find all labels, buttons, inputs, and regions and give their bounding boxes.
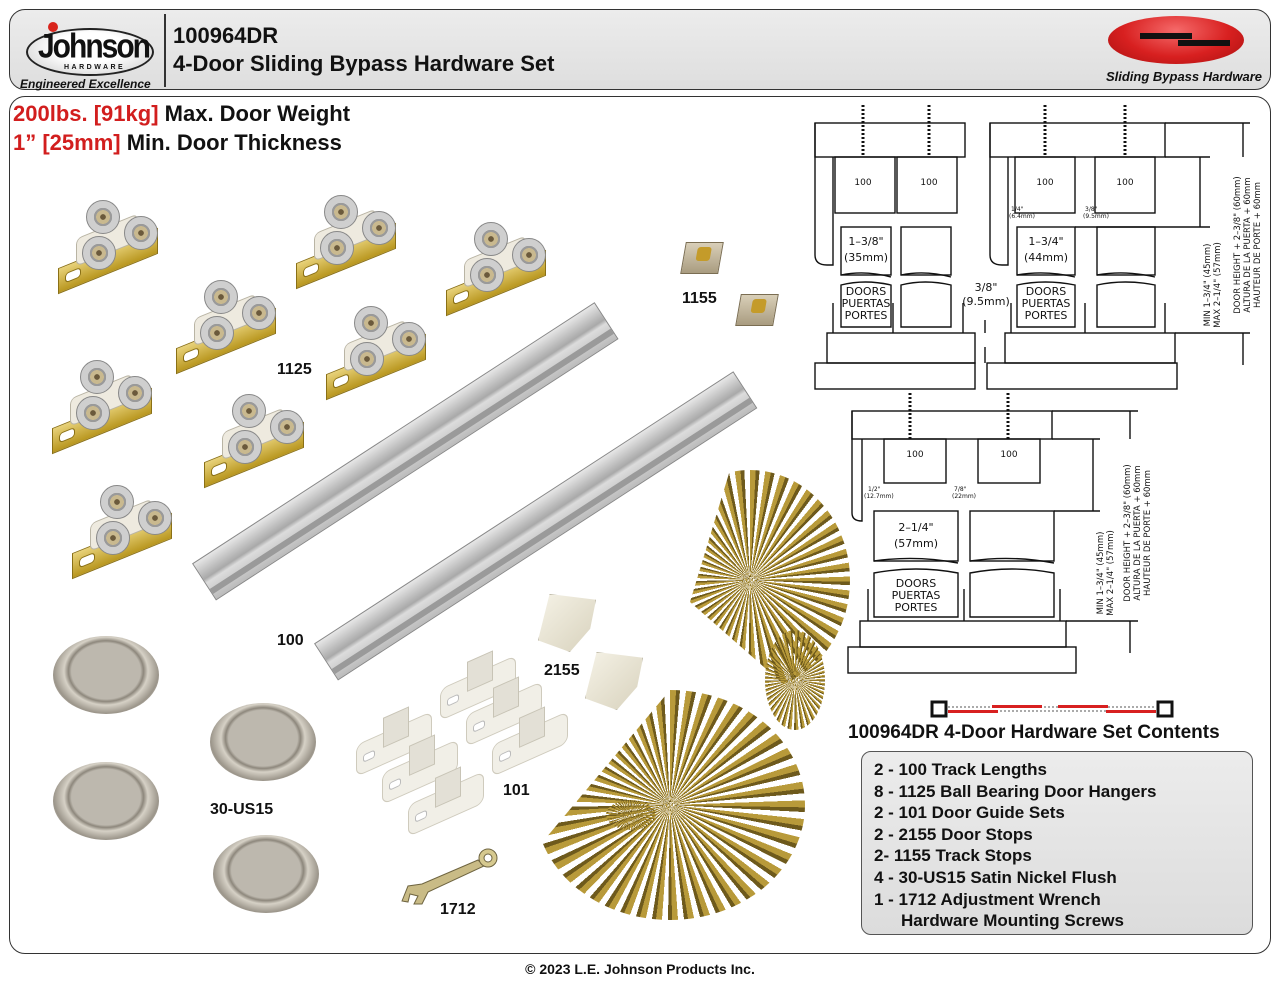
d2-thickness: 1–3/4" [1028,235,1063,248]
label-hanger: 1125 [277,361,312,378]
contents-item: 2 - 2155 Door Stops [874,824,1033,844]
label-flush-pull: 30-US15 [210,801,274,818]
label-wrench: 1712 [440,901,476,918]
d2-gap-right-mm: (9.5mm) [1083,213,1109,220]
d2-thickness-mm: (44mm) [1024,251,1068,264]
dim-height-en: DOOR HEIGHT + 2–3/8" (60mm) [1123,464,1133,601]
d1-thickness: 1–3/8" [848,235,883,248]
contents-item: 2 - 100 Track Lengths [874,760,1047,779]
door-label-en: DOORS [1026,285,1066,298]
diagram-track-label: 100 [1000,450,1017,460]
flush-pull-3 [53,762,159,840]
door-label-es: PUERTAS [1022,297,1071,310]
installation-diagram-b: 100 100 2–1/4" (57mm) DOORS PUERTAS PORT… [847,393,1153,674]
door-label-en: DOORS [846,285,886,298]
d2-gap-right: 3/8" [1085,206,1098,213]
product-name: 4-Door Sliding Bypass Hardware Set [173,51,555,76]
d2-floor-gap-mm: (9.5mm) [962,295,1010,308]
label-guide: 101 [503,782,530,799]
header-divider [164,14,166,87]
dim-height-es: ALTURA DE LA PUERTA + 60mm [1243,177,1253,312]
d3-thickness: 2–1/4" [898,521,933,534]
contents-item: Hardware Mounting Screws [901,911,1124,931]
d2-gap-left: 1/4" [1011,206,1024,213]
mounting-screws-2 [765,630,825,730]
contents-item: 8 - 1125 Ball Bearing Door Hangers [874,781,1157,801]
dim-max: MAX 2–1/4" (57mm) [1213,242,1223,328]
logo-tagline: Engineered Excellence [20,77,151,91]
johnson-hardware-logo: Johnson HARDWARE Engineered Excellence [18,14,166,91]
spec-min-thickness: 1” [25mm] Min. Door Thickness [13,130,342,156]
door-label-en: DOORS [896,577,936,590]
dim-height-en: DOOR HEIGHT + 2–3/8" (60mm) [1233,176,1243,313]
label-track-stop: 1155 [682,290,717,307]
d3-gap-left-mm: (12.7mm) [864,493,894,500]
dim-min: MIN 1–3/4" (45mm) [1096,532,1106,615]
contents-item: 2- 1155 Track Stops [874,846,1032,866]
dim-height-es: ALTURA DE LA PUERTA + 60mm [1133,465,1143,600]
logo-oval [26,28,154,76]
mounting-screws-4 [606,800,656,830]
contents-list: 2 - 100 Track Lengths 8 - 1125 Ball Bear… [861,751,1253,935]
installation-diagram-a: 100 100 100 100 1–3/8" (35mm) DOORS PUER… [814,105,1263,390]
door-label-es: PUERTAS [892,589,941,602]
dim-min: MIN 1–3/4" (45mm) [1203,244,1213,327]
flush-pull-2 [210,703,316,781]
track-stop-1 [680,242,724,274]
door-hanger [170,280,280,375]
spec-value: 1” [25mm] [13,130,121,155]
door-hanger [52,200,162,295]
door-hanger [320,306,430,401]
door-label-fr: PORTES [895,601,938,614]
product-sku: 100964DR [173,23,279,48]
spec-label: Max. Door Weight [164,101,351,126]
logo-red-dot [48,22,58,32]
d3-gap-left: 1/2" [868,486,881,493]
d2-gap-left-mm: (6.4mm) [1009,213,1035,220]
diagram-track-label: 100 [920,178,937,188]
door-hanger [46,360,156,455]
door-hanger [440,222,550,317]
flush-pull-4 [213,835,319,913]
product-title: 100964DR 4-Door Sliding Bypass Hardware … [173,22,554,78]
contents-item: 2 - 101 Door Guide Sets [874,803,1065,823]
d3-gap-right: 7/8" [954,486,967,493]
spec-value: 200lbs. [91kg] [13,101,159,126]
bypass-category-icon [1108,16,1244,64]
diagram-track-label: 100 [906,450,923,460]
door-hanger [290,195,400,290]
track-stop-2 [735,294,779,326]
d3-gap-right-mm: (22mm) [952,493,976,500]
spec-label: Min. Door Thickness [126,130,342,155]
d1-thickness-mm: (35mm) [844,251,888,264]
d3-thickness-mm: (57mm) [894,537,938,550]
adjustment-wrench [401,848,498,905]
product-category: Sliding Bypass Hardware [1105,69,1262,84]
contents-item: 1 - 1712 Adjustment Wrench [874,889,1101,909]
d2-floor-gap: 3/8" [975,281,998,294]
diagram-track-label: 100 [1116,178,1133,188]
door-hanger [198,394,308,489]
dim-height-fr: HAUTEUR DE PORTE + 60mm [1143,470,1153,596]
dim-max: MAX 2–1/4" (57mm) [1106,530,1116,616]
dim-height-fr: HAUTEUR DE PORTE + 60mm [1253,182,1263,308]
label-door-stop: 2155 [544,662,580,679]
door-label-fr: PORTES [845,309,888,322]
header-banner: Johnson HARDWARE Engineered Excellence 1… [9,9,1271,91]
four-door-track-icon [930,700,1174,718]
logo-wordmark: Johnson [38,27,151,66]
contents-item: 4 - 30-US15 Satin Nickel Flush [874,867,1117,887]
spec-max-weight: 200lbs. [91kg] Max. Door Weight [13,101,350,127]
diagram-track-label: 100 [854,178,871,188]
flush-pull-1 [53,636,159,714]
door-label-es: PUERTAS [842,297,891,310]
contents-title: 100964DR 4-Door Hardware Set Contents [848,722,1220,743]
copyright-footer: © 2023 L.E. Johnson Products Inc. [525,961,755,977]
diagram-track-label: 100 [1036,178,1053,188]
logo-subtitle: HARDWARE [64,64,126,71]
label-track: 100 [277,632,304,649]
door-hanger [66,485,176,580]
door-label-fr: PORTES [1025,309,1068,322]
